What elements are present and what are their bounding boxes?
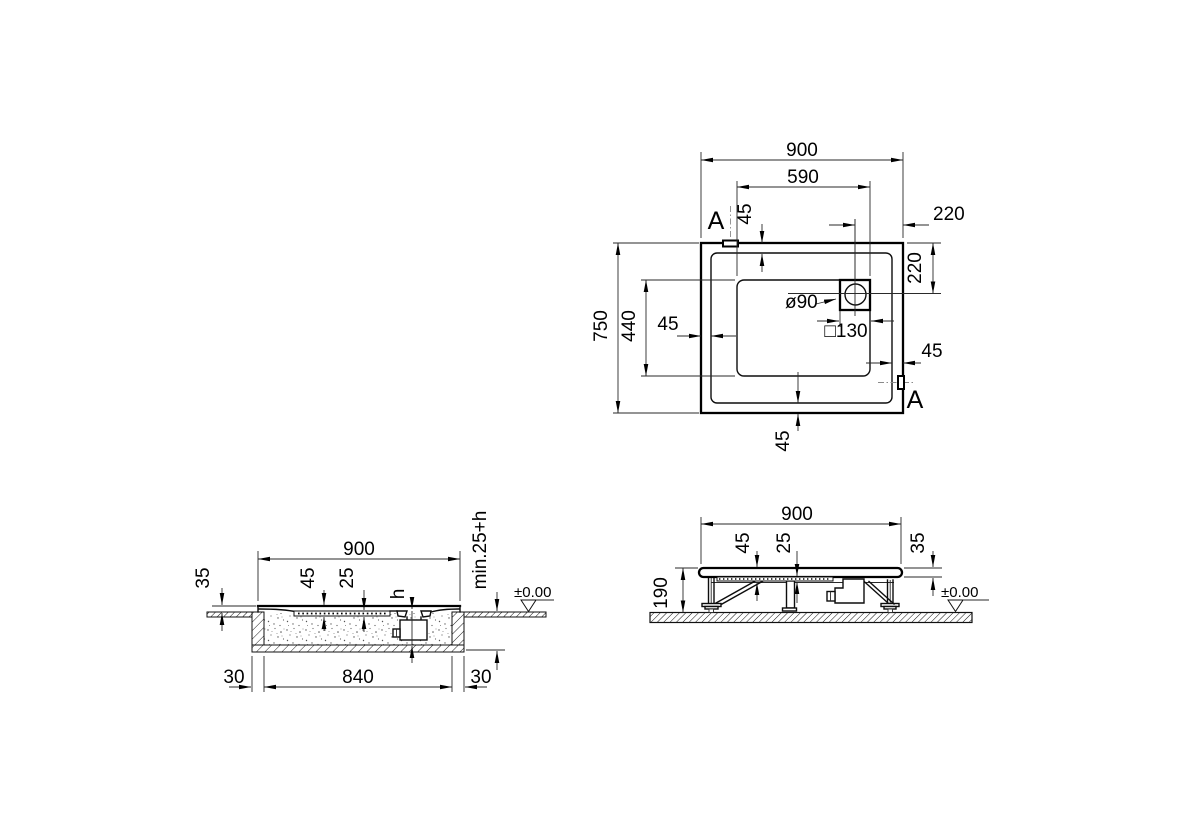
section-letter-bottom: A — [907, 386, 924, 414]
dim-text-plan-220-right: 220 — [933, 204, 965, 225]
dim-text-drain-diameter: ø90 — [785, 292, 818, 313]
dim-plan-floor-depth: 440 — [619, 279, 735, 377]
floor-finish-right — [463, 611, 547, 618]
dim-text-section-30-right: 30 — [470, 667, 491, 688]
brace-left — [715, 578, 759, 604]
drain-flange-left — [396, 610, 408, 618]
dim-elevation-overall-width: 900 — [700, 504, 902, 564]
section-cut-mark-bottom — [897, 375, 905, 390]
level-marker-section: ±0.00 — [514, 584, 554, 613]
dim-plan-rim-top: 45 — [735, 203, 765, 272]
label-drain-diameter: ø90 — [785, 292, 837, 313]
level-marker-elevation: ±0.00 — [941, 584, 989, 613]
tray-rim-inner-edge — [710, 252, 893, 404]
recess-wall-left — [251, 611, 265, 646]
dim-text-section-min25h: min.25+h — [470, 511, 491, 590]
dim-text-elevation-25: 25 — [774, 532, 795, 553]
dim-plan-overall-width: 900 — [700, 140, 904, 238]
drain-outlet-circle — [844, 283, 867, 306]
dim-plan-floor-width: 590 — [736, 167, 871, 276]
tray-section — [256, 604, 462, 645]
dim-text-plan-590: 590 — [787, 167, 819, 188]
level-triangle-icon-elevation — [947, 599, 964, 613]
dim-text-section-h: h — [388, 589, 409, 600]
drain-trap-body — [399, 619, 428, 641]
tray-elevation — [697, 566, 904, 579]
dim-text-plan-900: 900 — [786, 140, 818, 161]
dim-text-section-30-left: 30 — [223, 667, 244, 688]
recess-base-slab — [251, 644, 465, 653]
dim-section-edge-height: 45 — [298, 567, 327, 631]
dim-text-section-45: 45 — [298, 567, 319, 588]
dim-text-section-900: 900 — [343, 539, 375, 560]
elevation-view: 900 45 25 35 190 — [649, 504, 989, 624]
dim-text-section-840: 840 — [342, 667, 374, 688]
support-frame — [701, 576, 900, 613]
floor-finish-left — [206, 611, 253, 618]
dim-text-elevation-45: 45 — [733, 532, 754, 553]
dim-text-plan-750: 750 — [591, 310, 612, 342]
dim-section-overall-width: 900 — [257, 539, 461, 601]
dim-section-rim-above-floor: 35 — [193, 567, 256, 631]
dim-text-elevation-35: 35 — [908, 532, 929, 553]
dim-elevation-installed-height: 190 — [651, 567, 698, 613]
level-text-section: ±0.00 — [514, 584, 551, 601]
dim-section-drain-height: h — [388, 589, 415, 663]
brace-right — [862, 579, 889, 604]
recess-wall-right — [451, 611, 465, 646]
recessed-section-view: 900 35 45 25 h — [193, 511, 554, 692]
dim-section-recess-depth: min.25+h — [466, 511, 505, 670]
dim-text-plan-rim-right: 45 — [921, 341, 942, 362]
floor-slab — [649, 611, 973, 624]
tray-floor-edge — [736, 279, 871, 377]
dim-text-elevation-900: 900 — [781, 504, 813, 525]
dim-plan-overall-depth: 750 — [591, 242, 699, 414]
dim-text-plan-440: 440 — [619, 310, 640, 342]
dim-text-drain-plate: □130 — [824, 321, 867, 342]
drain-trap-elevation — [834, 578, 865, 604]
dim-plan-drain-from-top: 220 — [905, 242, 941, 294]
dim-section-base-thickness: 25 — [337, 567, 367, 632]
level-triangle-icon — [520, 599, 537, 613]
dim-text-plan-rim-left: 45 — [657, 314, 678, 335]
dim-text-section-25: 25 — [337, 567, 358, 588]
tray-outer-edge — [699, 241, 905, 415]
section-letter-top: A — [708, 207, 725, 235]
dim-drain-plate: □130 — [817, 311, 894, 342]
dim-text-plan-220-top: 220 — [905, 252, 926, 284]
dim-text-plan-rim-top: 45 — [735, 203, 756, 224]
dim-text-section-35: 35 — [193, 567, 214, 588]
dim-plan-drain-from-right: 220 — [829, 204, 965, 280]
dim-section-bottom: 30 840 30 — [223, 656, 492, 692]
level-text-elevation: ±0.00 — [941, 584, 978, 601]
drain-flange-right — [420, 610, 432, 618]
dim-text-plan-rim-bottom: 45 — [773, 430, 794, 451]
drain-trap-outlet-elevation — [826, 590, 836, 602]
section-cut-mark-top — [722, 239, 739, 248]
dim-elevation-base-thickness: 25 — [774, 532, 800, 603]
dim-plan-rim-right: 45 — [866, 341, 943, 366]
plan-view: A A 900 590 45 220 — [591, 140, 965, 452]
dim-elevation-rim-thickness: 35 — [904, 532, 942, 596]
dim-elevation-edge-height: 45 — [733, 532, 760, 601]
dim-plan-rim-left: 45 — [657, 314, 736, 339]
dim-plan-rim-bottom: 45 — [773, 372, 801, 452]
dim-text-elevation-190: 190 — [651, 577, 672, 609]
